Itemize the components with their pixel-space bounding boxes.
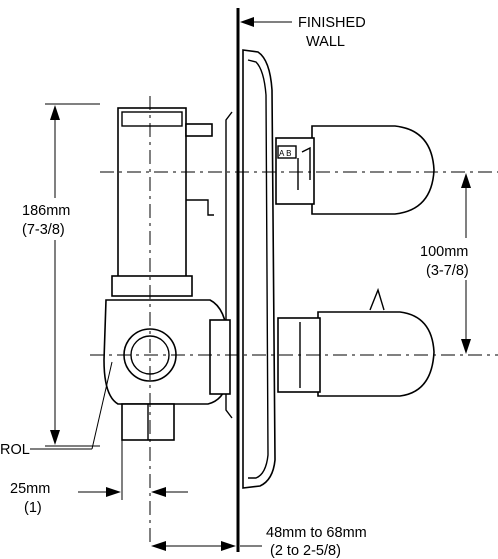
lower-handle-tab (369, 287, 385, 311)
indicator-text: A B (279, 149, 291, 158)
offset-in-label: (1) (24, 500, 42, 516)
finished-wall-arrowhead (240, 17, 254, 27)
valve-collar (111, 275, 193, 297)
indicator-box (277, 145, 297, 159)
valve-upper-stub (185, 123, 213, 137)
valve-top-cap (121, 111, 183, 127)
offset-arrow-right (151, 487, 166, 497)
height-label-bg (20, 198, 92, 240)
control-label: ROL (0, 442, 30, 458)
upper-handle (311, 125, 435, 215)
depth-in-label: (2 to 2-5/8) (270, 543, 341, 559)
spacing-label-bg (418, 238, 498, 280)
valve-mid-stub (186, 199, 214, 216)
lower-handle (317, 311, 435, 397)
depth-arrow-right (221, 541, 236, 551)
valve-side-flange (209, 319, 231, 395)
finished-wall-label-line1: FINISHED (298, 15, 366, 31)
height-arrow-top (50, 105, 60, 120)
depth-mm-label: 48mm to 68mm (266, 525, 367, 541)
trim-plate-inner-edge (247, 59, 269, 479)
spacing-arrow-bottom (461, 339, 471, 354)
spacing-mm-label: 100mm (420, 244, 468, 260)
trim-plate (242, 49, 276, 489)
finished-wall-label-line2: WALL (306, 34, 345, 50)
spacing-in-label: (3-7/8) (426, 263, 469, 279)
upper-handle-hub (275, 137, 315, 205)
control-leader-diagonal (91, 361, 113, 450)
height-mm-label: 186mm (22, 203, 70, 219)
mounting-flange (225, 111, 233, 419)
depth-arrow-left (151, 541, 166, 551)
spacing-arrow-top (461, 173, 471, 188)
offset-mm-label: 25mm (10, 481, 50, 497)
upper-hub-notch (301, 146, 311, 180)
height-arrow-bottom (50, 430, 60, 445)
height-in-label: (7-3/8) (22, 222, 65, 238)
valve-upper-body (117, 107, 187, 279)
offset-arrow-left (106, 487, 121, 497)
